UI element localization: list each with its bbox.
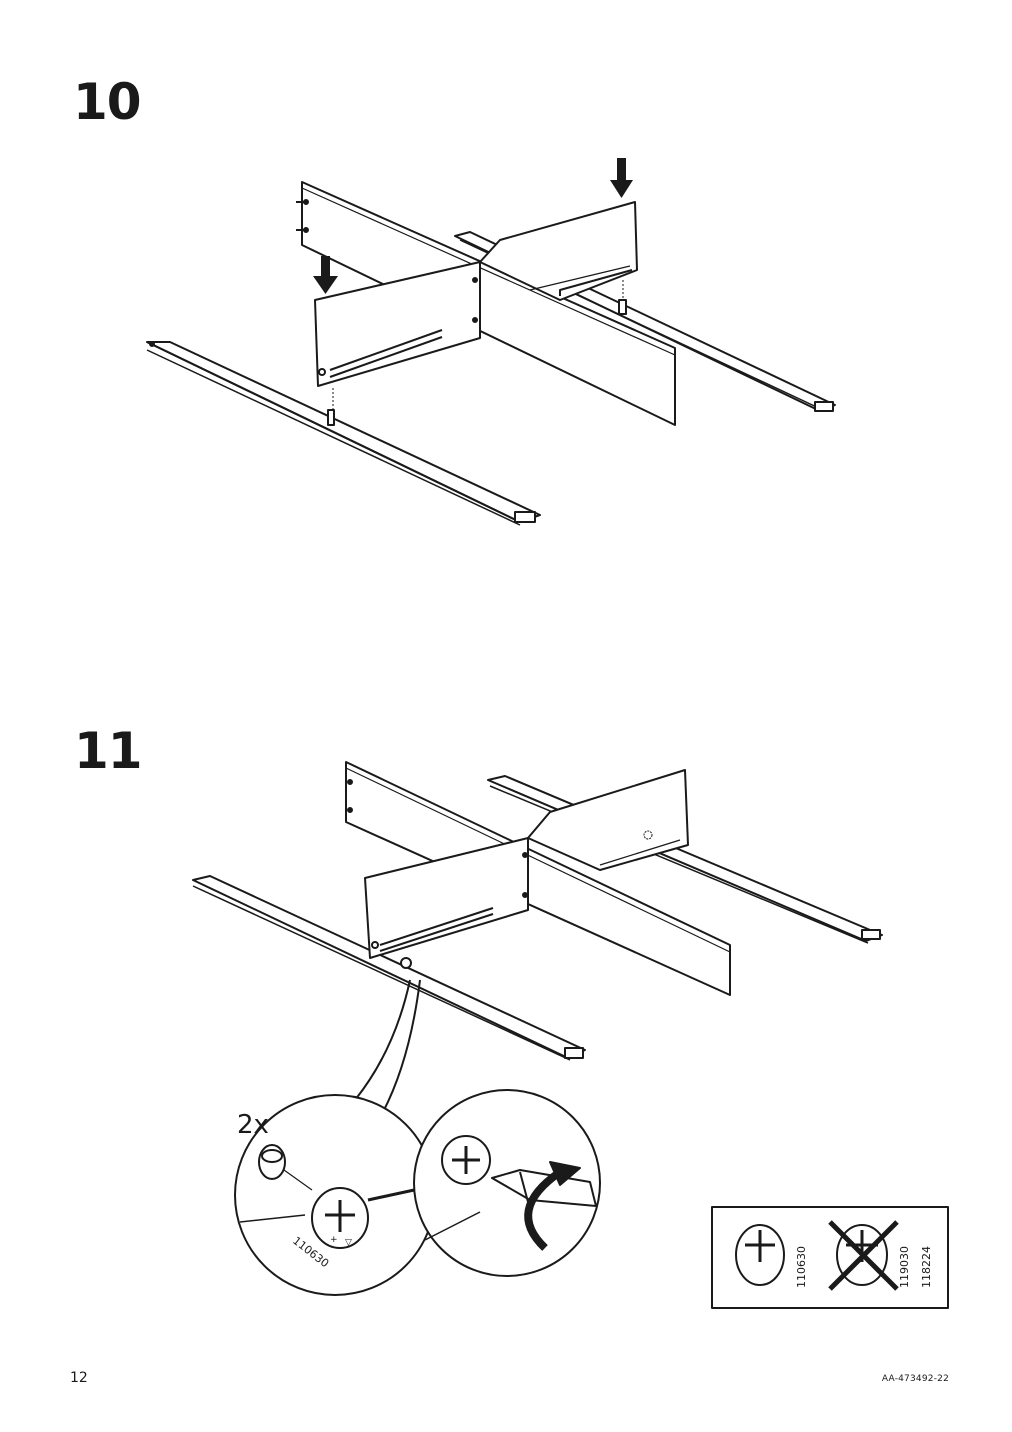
long-panel-left — [345, 761, 731, 996]
step-number-11: 11 — [74, 722, 143, 780]
document-code: AA-473492-22 — [881, 1374, 949, 1384]
wrong-part-number: 118224 — [920, 1246, 933, 1288]
step-number-10: 10 — [73, 73, 142, 131]
quantity-label: 2x — [237, 1110, 269, 1140]
detail-circle-screwdriver — [413, 1089, 601, 1277]
down-arrow-icon — [610, 158, 633, 198]
correct-part-number: 110630 — [795, 1246, 808, 1288]
rotate-arrow-icon — [524, 1161, 581, 1251]
cam-lock-fitting-icon — [441, 1135, 491, 1185]
front-rail — [192, 875, 586, 1061]
wrong-cross-icon — [828, 1220, 899, 1291]
svg-text:+: + — [330, 1235, 338, 1245]
cam-lock-fitting-icon — [735, 1224, 785, 1286]
short-panel — [364, 837, 529, 969]
page-number: 12 — [70, 1370, 88, 1386]
front-rail — [146, 341, 541, 526]
down-arrow-icon — [313, 256, 338, 294]
cam-lock-fitting-icon: + ▽ — [258, 1144, 369, 1249]
detail-circle-cam-lock: + ▽ — [234, 1094, 436, 1296]
svg-text:▽: ▽ — [345, 1238, 352, 1248]
short-panel — [314, 261, 481, 426]
wrong-part-number: 119030 — [898, 1246, 911, 1288]
long-panel-right — [527, 769, 689, 871]
long-panel-right — [479, 201, 638, 301]
